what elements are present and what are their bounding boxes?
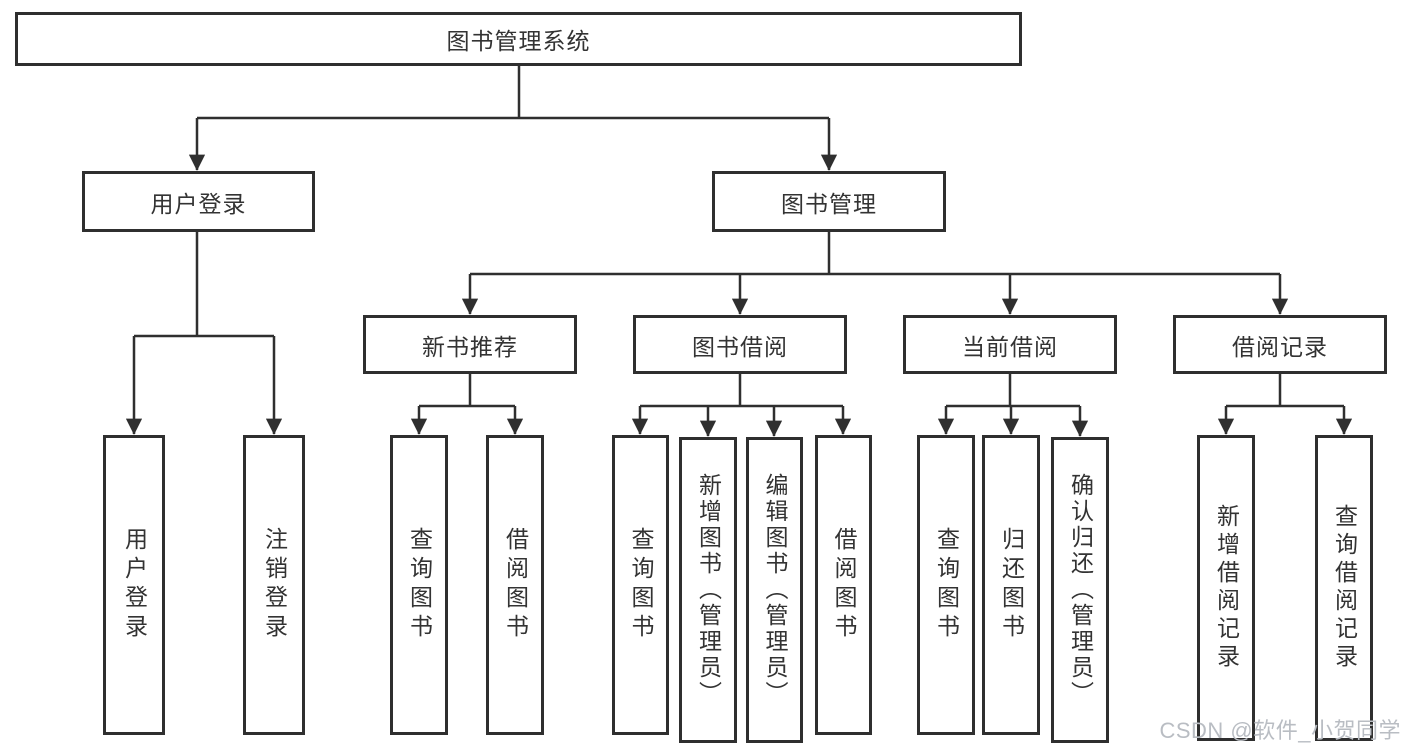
leaf-query-borrow-record-label: 查询借阅记录 xyxy=(1331,504,1358,672)
leaf-logout: 注销登录 xyxy=(243,435,305,735)
leaf-return-books-label: 归还图书 xyxy=(998,527,1025,643)
leaf-query-books-borrow-label: 查询图书 xyxy=(628,527,654,643)
leaf-query-borrow-record: 查询借阅记录 xyxy=(1315,435,1373,741)
leaf-add-borrow-record: 新增借阅记录 xyxy=(1197,435,1255,741)
leaf-query-books-borrow: 查询图书 xyxy=(612,435,669,735)
node-user-login: 用户登录 xyxy=(82,171,315,232)
leaf-logout-label: 注销登录 xyxy=(261,527,288,643)
node-book-borrowing: 图书借阅 xyxy=(633,315,847,374)
leaf-confirm-return-admin: 确认归还（管理员） xyxy=(1051,437,1109,743)
leaf-query-books-current: 查询图书 xyxy=(917,435,975,735)
leaf-add-borrow-record-label: 新增借阅记录 xyxy=(1213,504,1240,672)
leaf-user-login-label: 用户登录 xyxy=(121,527,148,643)
leaf-query-books-current-label: 查询图书 xyxy=(933,527,960,643)
node-book-management: 图书管理 xyxy=(712,171,946,232)
leaf-user-login: 用户登录 xyxy=(103,435,165,735)
leaf-add-books-admin: 新增图书（管理员） xyxy=(679,437,737,743)
leaf-return-books: 归还图书 xyxy=(982,435,1040,735)
node-borrowing-records: 借阅记录 xyxy=(1173,315,1387,374)
leaf-query-books-recommend: 查询图书 xyxy=(390,435,448,735)
csdn-watermark: CSDN @软件_小贺同学 xyxy=(1159,718,1401,743)
node-new-book-recommendation: 新书推荐 xyxy=(363,315,577,374)
leaf-borrow-books-recommend: 借阅图书 xyxy=(486,435,544,735)
leaf-borrow-books: 借阅图书 xyxy=(815,435,872,735)
node-current-borrowing: 当前借阅 xyxy=(903,315,1117,374)
leaf-borrow-books-label: 借阅图书 xyxy=(831,527,857,643)
node-library-management-system: 图书管理系统 xyxy=(15,12,1022,66)
leaf-confirm-return-admin-label: 确认归还（管理员） xyxy=(1067,473,1094,707)
leaf-edit-books-admin-label: 编辑图书（管理员） xyxy=(762,473,788,707)
leaf-edit-books-admin: 编辑图书（管理员） xyxy=(746,437,803,743)
leaf-query-books-recommend-label: 查询图书 xyxy=(406,527,433,643)
leaf-add-books-admin-label: 新增图书（管理员） xyxy=(695,473,722,707)
leaf-borrow-books-recommend-label: 借阅图书 xyxy=(502,527,529,643)
